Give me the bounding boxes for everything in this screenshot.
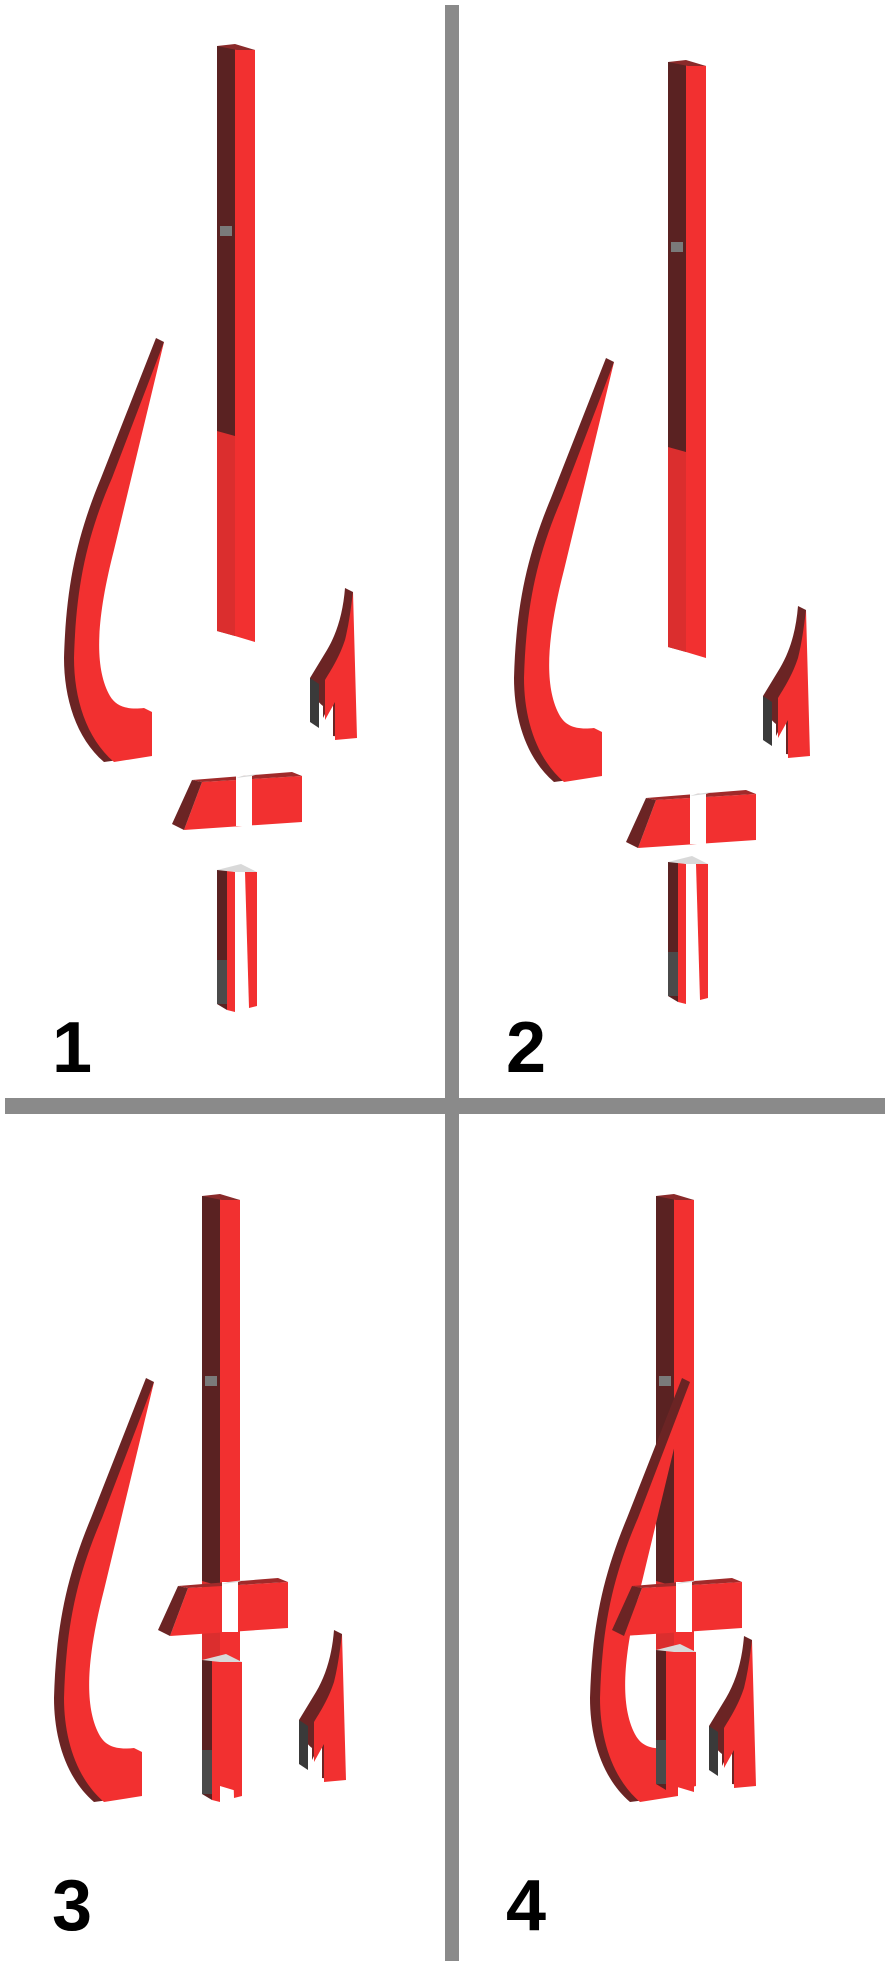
panel-4: 4 — [506, 1194, 756, 1946]
panel-3-crossbar — [158, 1578, 288, 1636]
panel-3-hook — [54, 1378, 154, 1802]
panel-1-crossbar — [172, 772, 302, 830]
panel-2-number: 2 — [506, 1008, 546, 1088]
panel-2-stem — [668, 60, 706, 658]
horizontal-divider — [5, 1098, 885, 1114]
panel-1-small-hook — [310, 588, 357, 740]
panel-1-hook — [64, 338, 164, 762]
panel-3-small-hook — [299, 1630, 346, 1782]
panel-3: 3 — [52, 1194, 346, 1946]
panel-4-small-hook — [709, 1636, 756, 1788]
panel-1-number: 1 — [52, 1008, 92, 1088]
panel-1: 1 — [52, 44, 357, 1088]
panel-3-number: 3 — [52, 1866, 92, 1946]
vertical-divider — [445, 5, 459, 1961]
panel-4-number: 4 — [506, 1866, 546, 1946]
panel-1-post — [217, 864, 257, 1012]
panel-2-hook — [514, 358, 614, 782]
panel-2: 2 — [506, 60, 810, 1088]
panel-2-post — [668, 856, 708, 1004]
panel-2-small-hook — [763, 606, 810, 758]
panel-2-crossbar — [626, 790, 756, 848]
panel-1-stem — [217, 44, 255, 642]
